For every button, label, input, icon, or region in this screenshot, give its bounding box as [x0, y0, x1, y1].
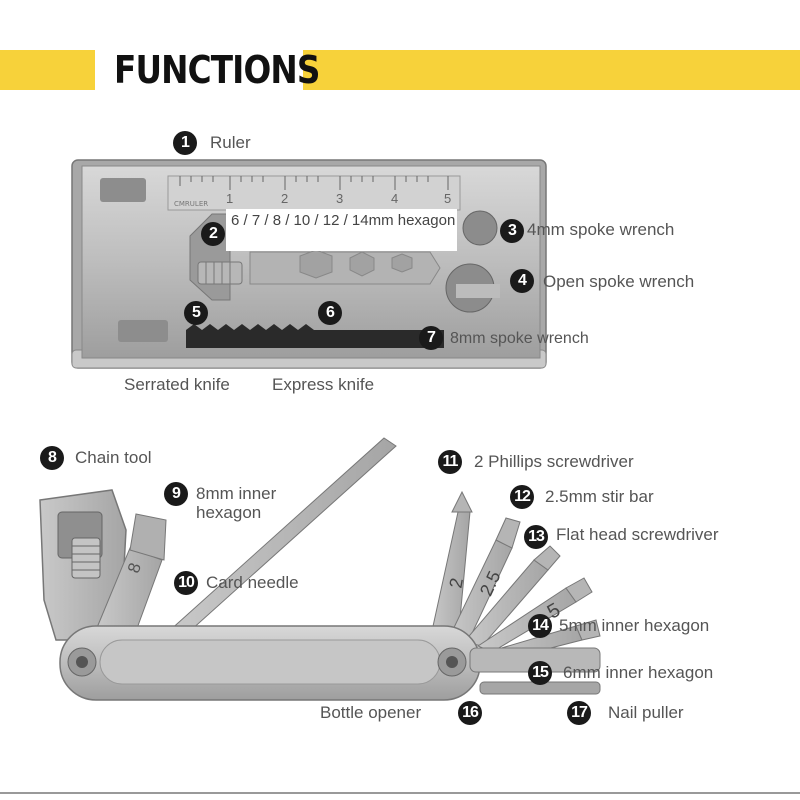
function-number-1: 1: [173, 131, 197, 155]
function-number-15: 15: [528, 661, 552, 685]
header-bar-right: [303, 50, 800, 90]
ruler-number-2: 2: [281, 191, 288, 206]
function-number-17: 17: [567, 701, 591, 725]
function-number-6: 6: [318, 301, 342, 325]
bolt-thread: [197, 261, 243, 285]
function-label-9: 8mm inner hexagon: [196, 484, 277, 522]
function-label-1: Ruler: [210, 133, 251, 152]
function-number-7: 7: [419, 326, 443, 350]
ruler-brand: CMRULER: [174, 200, 208, 208]
function-label-14: 5mm inner hexagon: [559, 616, 710, 635]
function-label-2: 6 / 7 / 8 / 10 / 12 / 14mm hexagon: [231, 212, 456, 229]
function-label-17: Nail puller: [608, 703, 684, 722]
function-number-5: 5: [184, 301, 208, 325]
function-label-13: Flat head screwdriver: [556, 525, 719, 544]
function-number-14: 14: [528, 614, 552, 638]
function-label-4: Open spoke wrench: [543, 272, 695, 291]
function-label-11: 2 Phillips screwdriver: [474, 452, 634, 471]
ruler-number-4: 4: [391, 191, 398, 206]
function-number-2: 2: [201, 222, 225, 246]
hex-8mm-bit: 8: [95, 513, 167, 643]
ruler-ticks: [179, 176, 449, 190]
ruler-number-3: 3: [336, 191, 343, 206]
function-label-12: 2.5mm stir bar: [545, 487, 654, 506]
function-label-8: Chain tool: [75, 448, 152, 467]
lower-tool: 8 2 2.5 5 6: [39, 437, 601, 701]
function-number-8: 8: [40, 446, 64, 470]
function-label-7: 8mm spoke wrench: [450, 330, 589, 347]
function-number-11: 11: [438, 450, 462, 474]
function-number-4: 4: [510, 269, 534, 293]
function-label-5: Serrated knife: [124, 375, 230, 394]
hexagon-label-box: 6 / 7 / 8 / 10 / 12 / 14mm hexagon: [226, 209, 457, 251]
ruler-number-1: 1: [226, 191, 233, 206]
bottom-divider: [0, 792, 800, 794]
function-label-16: Bottle opener: [320, 703, 422, 722]
function-label-6: Express knife: [272, 375, 375, 394]
header-bar-left: [0, 50, 95, 90]
function-label-10: Card needle: [206, 573, 299, 592]
function-label-15: 6mm inner hexagon: [563, 663, 714, 682]
function-number-3: 3: [500, 219, 524, 243]
ruler-number-5: 5: [444, 191, 451, 206]
function-number-9: 9: [164, 482, 188, 506]
function-number-12: 12: [510, 485, 534, 509]
function-number-16: 16: [458, 701, 482, 725]
function-label-3: 4mm spoke wrench: [527, 220, 675, 239]
function-number-13: 13: [524, 525, 548, 549]
bit-label-2: 2: [445, 576, 466, 589]
function-number-10: 10: [174, 571, 198, 595]
